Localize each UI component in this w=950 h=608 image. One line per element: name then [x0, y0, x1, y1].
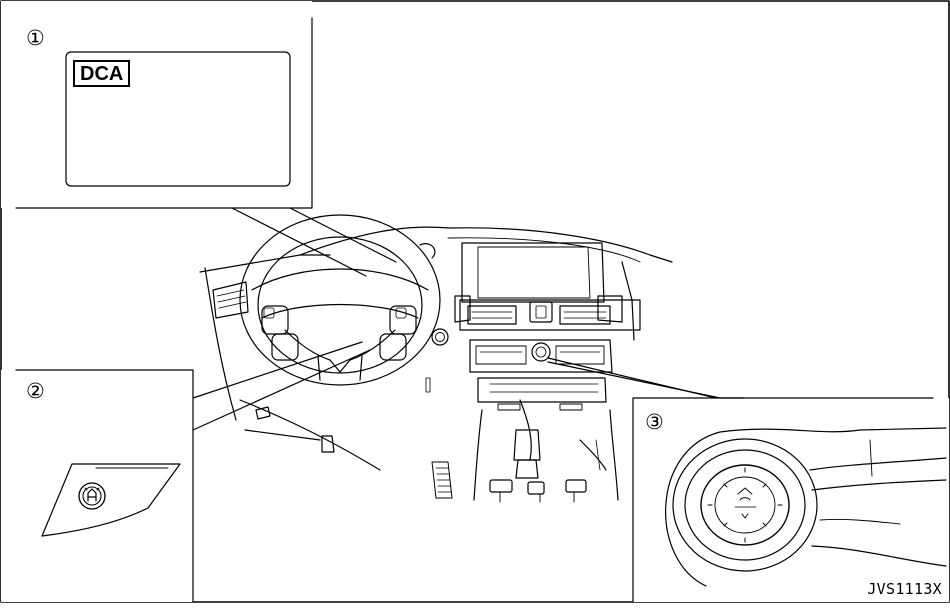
dashboard-illustration	[199, 214, 673, 503]
center-display	[454, 242, 623, 323]
switch-housing	[41, 463, 181, 537]
steering-wheel	[239, 214, 441, 386]
dca-indicator-icon: DCA	[73, 60, 131, 87]
callout-number-2: ②	[26, 379, 45, 403]
callout-1-panel	[1, 1, 397, 277]
figure-code: JVS1113X	[867, 580, 942, 598]
pedal	[431, 461, 453, 499]
distance-control-dial	[665, 427, 947, 587]
dca-switch-icon	[78, 482, 106, 510]
callout-number-3: ③	[645, 410, 664, 434]
callout-2-panel	[1, 341, 371, 603]
meter-display	[65, 51, 291, 187]
callout-number-1: ①	[26, 26, 45, 50]
callout-3-panel	[547, 357, 949, 603]
